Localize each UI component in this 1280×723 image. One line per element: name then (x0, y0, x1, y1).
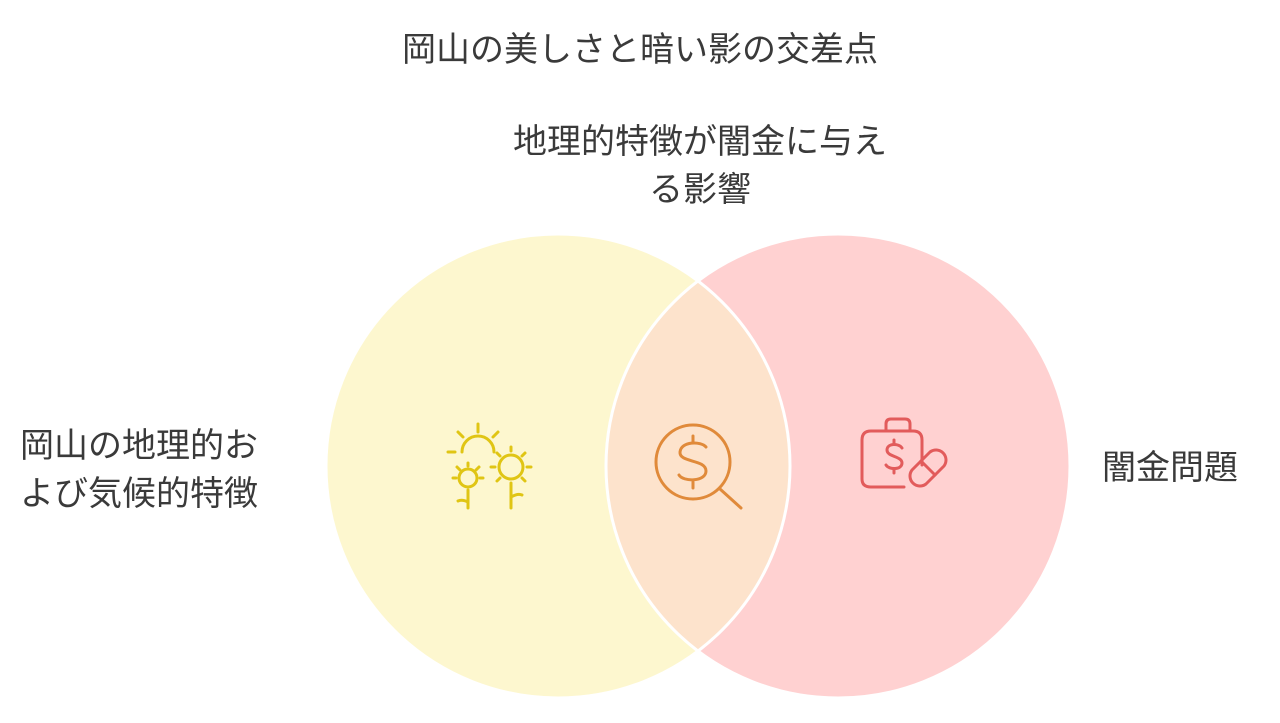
right-circle-outline (604, 232, 1072, 700)
overlap-region (606, 234, 790, 698)
left-set-label-line1: 岡山の地理的お (20, 426, 258, 466)
left-set-label: 岡山の地理的お よび気候的特徴 (20, 422, 320, 518)
left-set-label-line2: よび気候的特徴 (20, 474, 258, 514)
left-circle-outline (324, 232, 792, 700)
intersection-label-line2: る影響 (649, 170, 751, 210)
intersection-label-line1: 地理的特徴が闇金に与え (513, 122, 887, 162)
intersection-label: 地理的特徴が闇金に与え る影響 (440, 118, 960, 214)
sun-flowers-icon (446, 422, 533, 510)
magnifier-dollar-icon (654, 423, 743, 510)
diagram-title: 岡山の美しさと暗い影の交差点 (402, 30, 878, 70)
right-set-label: 闇金問題 (1102, 448, 1238, 488)
money-bag-pill-icon (860, 417, 948, 489)
